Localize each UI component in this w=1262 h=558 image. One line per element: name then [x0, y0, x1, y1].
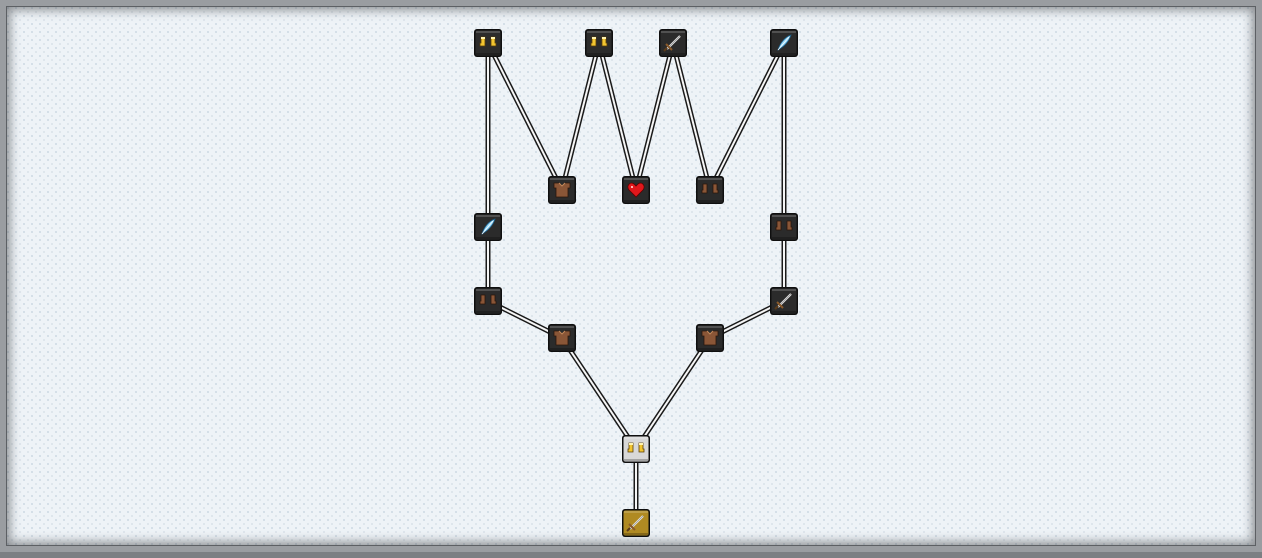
- skill-node-l3[interactable]: [548, 324, 576, 352]
- feather-icon: [777, 34, 792, 51]
- skill-node-t4[interactable]: [770, 29, 798, 57]
- gold-boots-icon: [590, 36, 608, 47]
- connector-line: [484, 39, 566, 194]
- heart-icon: [627, 182, 645, 198]
- connector-line: [706, 39, 788, 194]
- skill-node-t1[interactable]: [474, 29, 502, 57]
- sword-icon: [663, 35, 681, 52]
- skill-node-l1[interactable]: [474, 213, 502, 241]
- feather-icon: [481, 218, 496, 235]
- skill-node-r2[interactable]: [770, 287, 798, 315]
- skill-node-c1[interactable]: [622, 435, 650, 463]
- skill-node-r3[interactable]: [696, 324, 724, 352]
- connector-line: [632, 334, 714, 453]
- skill-tree-canvas: [474, 29, 798, 537]
- skill-node-t3[interactable]: [659, 29, 687, 57]
- leather-chestplate-icon: [701, 330, 719, 346]
- leather-boots-icon: [701, 183, 719, 194]
- skill-node-root[interactable]: [622, 509, 650, 537]
- connector-line: [558, 39, 603, 194]
- skill-node-l2[interactable]: [474, 287, 502, 315]
- skill-tree-nodes: [474, 29, 798, 537]
- skill-node-t2[interactable]: [585, 29, 613, 57]
- connector-line: [595, 39, 640, 194]
- skill-node-r1[interactable]: [770, 213, 798, 241]
- skill-node-m3[interactable]: [696, 176, 724, 204]
- leather-boots-icon: [775, 220, 793, 231]
- connector-line: [632, 39, 677, 194]
- connector-line: [669, 39, 714, 194]
- skill-node-m2[interactable]: [622, 176, 650, 204]
- gold-boots-icon: [627, 442, 645, 453]
- leather-chestplate-icon: [553, 330, 571, 346]
- gold-boots-icon: [479, 36, 497, 47]
- leather-chestplate-icon: [553, 182, 571, 198]
- connector-line: [558, 334, 640, 453]
- leather-boots-icon: [479, 294, 497, 305]
- skill-node-m1[interactable]: [548, 176, 576, 204]
- sword-icon: [626, 515, 644, 532]
- sword-icon: [774, 293, 792, 310]
